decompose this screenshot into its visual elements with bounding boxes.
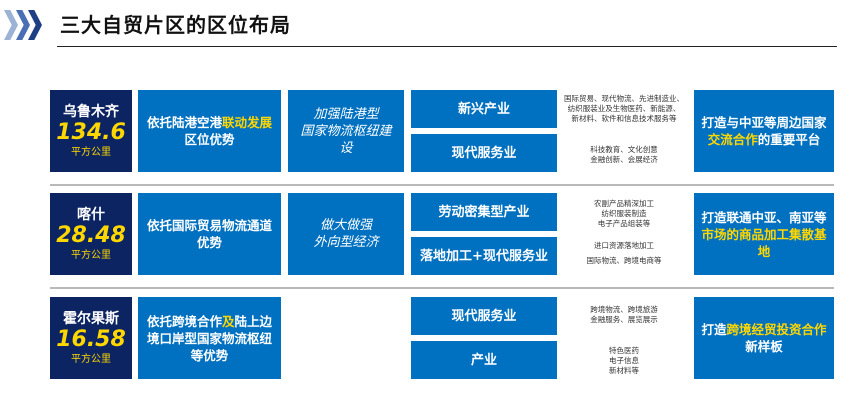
- zone-kashgar-strategy: 做大做强外向型经济: [288, 193, 404, 275]
- page-title: 三大自贸片区的区位布局: [60, 13, 291, 37]
- zone-area: 16.58: [56, 326, 126, 352]
- zone-area-unit: 平方公里: [71, 249, 111, 261]
- zone-urumqi-card: 乌鲁木齐 134.6 平方公里: [50, 90, 132, 172]
- zone-area-unit: 平方公里: [71, 146, 111, 158]
- zone-kashgar-industry-2: 落地加工+现代服务业: [411, 237, 557, 275]
- zone-area: 28.48: [56, 222, 126, 248]
- zone-khorgos-industry-2: 产业: [411, 341, 557, 379]
- zone-kashgar-advantage: 依托国际贸易物流通道优势: [138, 193, 281, 275]
- zone-urumqi-goal: 打造与中亚等周边国家交流合作的重要平台: [694, 90, 834, 172]
- zone-urumqi-industry-2: 现代服务业: [411, 134, 557, 172]
- zone-kashgar-card: 喀什 28.48 平方公里: [50, 193, 132, 275]
- zone-separator: [50, 184, 834, 186]
- zone-urumqi-industry-1-details: 国际贸易、现代物流、先进制造业、 纺织服装业及生物医药、新能源、 新材料、软件和…: [564, 94, 684, 123]
- zone-name: 霍尔果斯: [63, 310, 119, 327]
- zone-kashgar-industry-1: 劳动密集型产业: [411, 193, 557, 231]
- zone-urumqi-strategy: 加强陆港型国家物流枢纽建设: [288, 90, 404, 172]
- zone-kashgar-industry-1-details: 农副产品精深加工 纺织服装制造 电子产品组装等: [594, 199, 654, 228]
- zone-khorgos-advantage: 依托跨境合作及陆上边境口岸型国家物流枢纽等优势: [138, 297, 281, 379]
- title-divider: [57, 46, 837, 47]
- zone-kashgar-goal: 打造联通中亚、南亚等市场的商品加工集散基地: [694, 193, 834, 275]
- zone-urumqi-industry-2-details: 科技教育、文化创意 金融创新、会展经济: [590, 145, 658, 164]
- zone-separator: [50, 287, 834, 289]
- header-chevrons: [4, 10, 54, 40]
- zone-khorgos-industry-1-details: 跨境物流、跨境旅游 金融服务、展览展示: [590, 305, 658, 324]
- zone-khorgos-industry-2-details: 特色医药 电子信息 新材料等: [609, 346, 639, 375]
- zone-khorgos-card: 霍尔果斯 16.58 平方公里: [50, 297, 132, 379]
- zone-kashgar-industry-2-details: 进口资源落地加工 国际物流、跨境电商等: [586, 241, 662, 265]
- zone-area-unit: 平方公里: [71, 353, 111, 365]
- zone-urumqi-advantage: 依托陆港空港联动发展区位优势: [138, 90, 281, 172]
- chevron-right-icon: [28, 10, 42, 40]
- chevron-right-icon: [16, 10, 30, 40]
- zone-urumqi-industry-1: 新兴产业: [411, 90, 557, 128]
- zone-name: 乌鲁木齐: [63, 103, 119, 120]
- zone-name: 喀什: [77, 206, 105, 223]
- zone-khorgos-industry-1: 现代服务业: [411, 297, 557, 335]
- zone-area: 134.6: [56, 119, 126, 145]
- chevron-right-icon: [4, 10, 18, 40]
- zone-khorgos-goal: 打造跨境经贸投资合作新样板: [694, 297, 834, 379]
